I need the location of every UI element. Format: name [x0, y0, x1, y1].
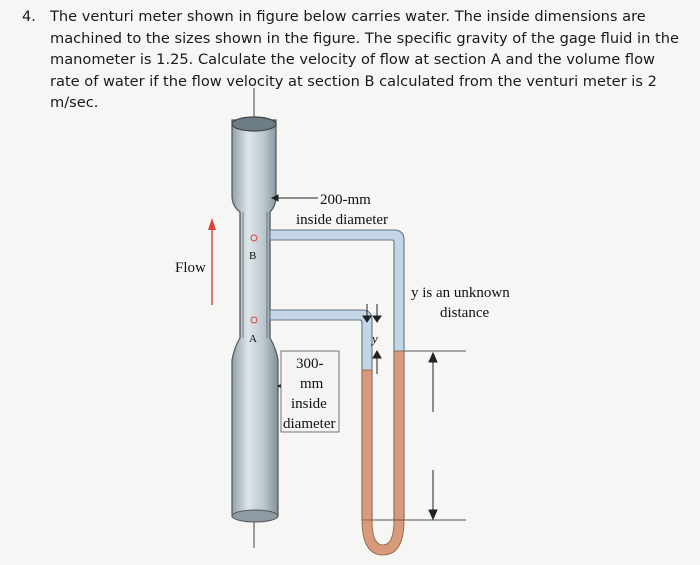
top-dim-line1: 200-mm — [320, 192, 371, 208]
section-b-marker — [250, 234, 258, 242]
y-label: y — [370, 331, 378, 346]
pipe-bottom-end — [231, 509, 279, 523]
pipe-top-opening — [231, 116, 277, 132]
problem-statement: 4. The venturi meter shown in figure bel… — [22, 6, 682, 114]
unknown-distance-arrow — [428, 351, 438, 521]
problem-text: The venturi meter shown in figure below … — [50, 8, 679, 111]
problem-number: 4. — [22, 8, 36, 25]
flow-label: Flow — [175, 260, 206, 276]
unknown-line1: y is an unknown — [411, 285, 510, 301]
gage-fluid-u-bend — [361, 519, 405, 556]
bottom-dim-line1: 300- — [296, 356, 324, 372]
y-dimension — [362, 304, 382, 374]
unknown-line2: distance — [440, 305, 489, 321]
top-diameter-arrow — [270, 194, 318, 202]
bottom-dim-line4: diameter — [283, 416, 335, 432]
section-b-label: B — [249, 250, 256, 262]
gage-fluid-left — [361, 369, 373, 521]
section-a-label: A — [249, 333, 257, 345]
gage-fluid-right — [393, 350, 405, 521]
bottom-dimension-box — [280, 350, 340, 433]
section-a-marker — [250, 316, 258, 324]
bottom-dim-line2: mm — [300, 376, 324, 392]
bottom-dim-line3: inside — [291, 396, 327, 412]
flow-arrow — [208, 218, 216, 305]
top-dim-line2: inside diameter — [296, 212, 388, 228]
